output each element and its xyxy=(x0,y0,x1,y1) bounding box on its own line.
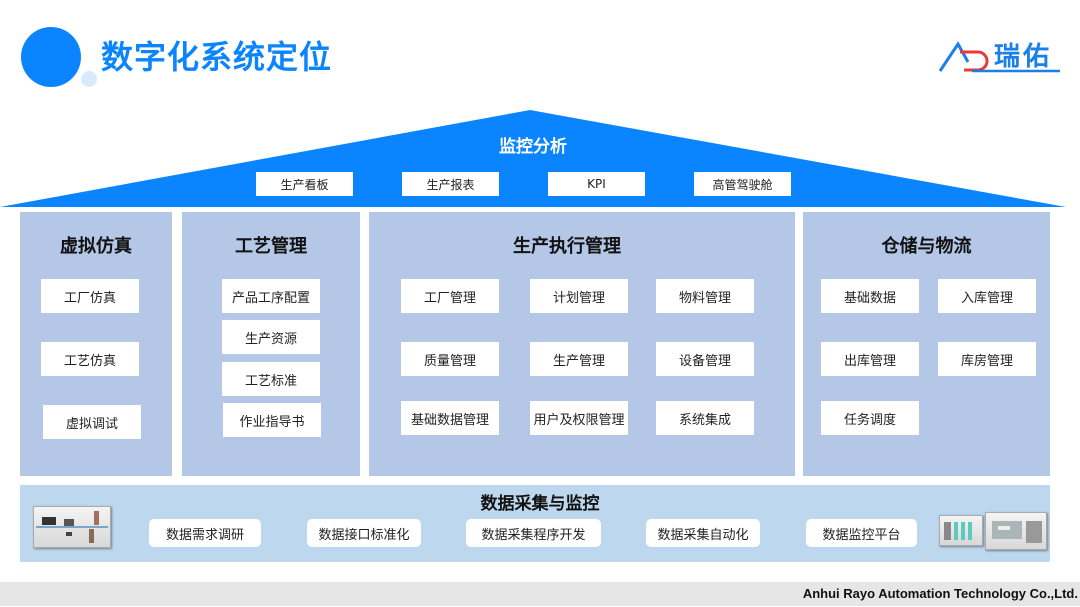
foundation-item[interactable]: 数据监控平台 xyxy=(806,519,917,547)
logo-mark-icon xyxy=(938,41,1060,73)
pillar-item[interactable]: 生产管理 xyxy=(530,342,628,376)
pillar-title: 虚拟仿真 xyxy=(60,236,132,257)
company-logo: 瑞佑 xyxy=(938,38,1062,74)
roof-item-dashboard[interactable]: 生产看板 xyxy=(256,172,353,196)
pillar-item[interactable]: 工厂管理 xyxy=(401,279,499,313)
plc-cabinet-image xyxy=(939,515,983,546)
pillar-item[interactable]: 工艺仿真 xyxy=(41,342,139,376)
pillar-item[interactable]: 基础数据管理 xyxy=(401,401,499,435)
pillar-item[interactable]: 产品工序配置 xyxy=(222,279,320,313)
pillar-item[interactable]: 计划管理 xyxy=(530,279,628,313)
pillar-title: 工艺管理 xyxy=(235,236,307,257)
pillar-item[interactable]: 入库管理 xyxy=(938,279,1036,313)
footer-bar xyxy=(0,582,1080,606)
pillar-item[interactable]: 生产资源 xyxy=(222,320,320,354)
control-panel-image xyxy=(985,512,1047,550)
company-name: Anhui Rayo Automation Technology Co.,Ltd… xyxy=(802,586,1078,601)
pillar-item[interactable]: 工艺标准 xyxy=(222,362,320,396)
foundation-title: 数据采集与监控 xyxy=(480,494,600,514)
pillar-item[interactable]: 基础数据 xyxy=(821,279,919,313)
pillar-title: 仓储与物流 xyxy=(881,236,972,257)
roof-title: 监控分析 xyxy=(499,137,567,157)
pillar-item[interactable]: 出库管理 xyxy=(821,342,919,376)
logo-text: 瑞佑 xyxy=(994,42,1053,72)
foundation-item[interactable]: 数据采集程序开发 xyxy=(466,519,601,547)
roof-item-kpi[interactable]: KPI xyxy=(548,172,645,196)
foundation-item[interactable]: 数据采集自动化 xyxy=(646,519,760,547)
pillar-item[interactable]: 库房管理 xyxy=(938,342,1036,376)
pillar-item[interactable]: 系统集成 xyxy=(656,401,754,435)
pillar-item[interactable]: 工厂仿真 xyxy=(41,279,139,313)
pillar-title: 生产执行管理 xyxy=(513,236,621,257)
pillar-item[interactable]: 物料管理 xyxy=(656,279,754,313)
decorative-circle-large xyxy=(21,27,81,87)
pillar-item[interactable]: 用户及权限管理 xyxy=(530,401,628,435)
roof-item-report[interactable]: 生产报表 xyxy=(402,172,499,196)
pillar-item[interactable]: 作业指导书 xyxy=(223,403,321,437)
page-title: 数字化系统定位 xyxy=(101,38,333,76)
pillar-item[interactable]: 虚拟调试 xyxy=(43,405,141,439)
decorative-circle-small xyxy=(81,71,97,87)
roof-item-cockpit[interactable]: 高管驾驶舱 xyxy=(694,172,791,196)
foundation-item[interactable]: 数据需求调研 xyxy=(149,519,261,547)
pillar-item[interactable]: 质量管理 xyxy=(401,342,499,376)
pillar-item[interactable]: 设备管理 xyxy=(656,342,754,376)
pillar-item[interactable]: 任务调度 xyxy=(821,401,919,435)
foundation-item[interactable]: 数据接口标准化 xyxy=(307,519,421,547)
production-line-image xyxy=(33,506,111,548)
